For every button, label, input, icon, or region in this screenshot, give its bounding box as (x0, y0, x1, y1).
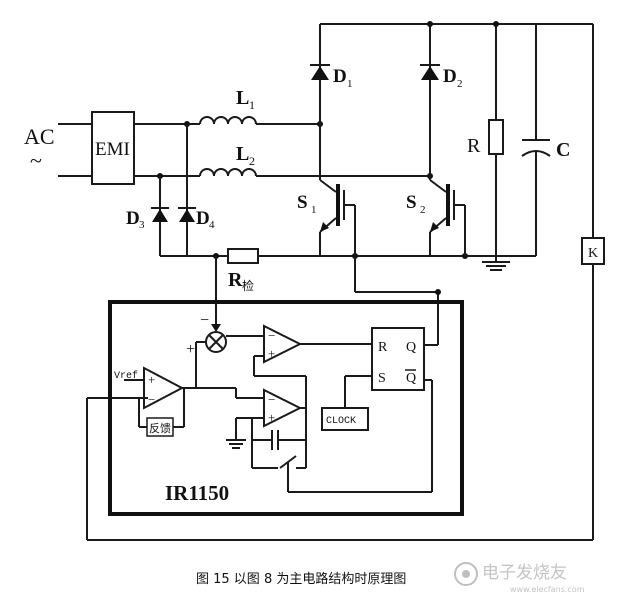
svg-text:1: 1 (311, 204, 317, 216)
inductor-l1: L 1 (199, 87, 257, 125)
svg-text:Q: Q (406, 340, 416, 355)
ac-label: AC (24, 124, 55, 149)
diode-d2: D 2 (420, 64, 463, 90)
svg-text:Q: Q (406, 371, 416, 386)
svg-text:2: 2 (420, 204, 426, 216)
svg-text:2: 2 (457, 78, 463, 90)
svg-text:L: L (236, 87, 249, 109)
svg-text:D: D (196, 208, 210, 229)
svg-text:+: + (148, 372, 155, 387)
svg-text:−: − (148, 392, 155, 407)
svg-text:+: + (268, 346, 275, 361)
svg-text:电子发烧友: 电子发烧友 (482, 563, 567, 583)
emi-label: EMI (95, 139, 130, 160)
inductor-l2: L 2 (199, 143, 257, 177)
svg-text:D: D (333, 66, 347, 87)
clock-label: CLOCK (326, 416, 356, 427)
svg-text:−: − (268, 392, 275, 407)
svg-text:2: 2 (249, 154, 255, 168)
output-capacitor: C (521, 24, 570, 256)
svg-text:+: + (186, 341, 195, 358)
svg-text:S: S (297, 192, 308, 213)
switch-s1: S 1 (297, 124, 356, 292)
ac-source: AC ~ (24, 123, 92, 177)
load-resistor: R (467, 24, 504, 256)
svg-text:R: R (228, 269, 243, 291)
ac-tilde: ~ (30, 148, 42, 173)
svg-text:3: 3 (139, 219, 145, 231)
watermark: 电子发烧友 www.elecfans.com (454, 562, 585, 594)
figure-caption: 图 15 以图 8 为主电路结构时原理图 (196, 571, 406, 587)
svg-text:S: S (406, 192, 417, 213)
watermark-logo-icon (454, 562, 478, 586)
diode-d1: D 1 (310, 64, 353, 90)
svg-text:−: − (268, 328, 275, 343)
sense-resistor: R 检 (227, 248, 259, 293)
svg-text:检: 检 (242, 278, 254, 293)
svg-text:L: L (236, 143, 249, 165)
svg-text:4: 4 (209, 219, 215, 231)
svg-text:C: C (556, 139, 570, 161)
svg-text:+: + (268, 410, 275, 425)
svg-text:反馈: 反馈 (149, 422, 171, 435)
diode-d4: D 4 (178, 207, 215, 231)
switch-s2: S 2 (406, 176, 466, 256)
ic-ir1150: IR1150 − + + − Vref 反馈 − + − + (108, 300, 464, 516)
ic-name: IR1150 (165, 481, 229, 505)
svg-text:1: 1 (249, 98, 255, 112)
svg-text:R: R (378, 340, 388, 355)
svg-text:K: K (588, 246, 598, 261)
svg-text:−: − (200, 312, 209, 329)
emi-filter: EMI (91, 111, 135, 185)
svg-text:S: S (378, 371, 386, 386)
svg-text:www.elecfans.com: www.elecfans.com (510, 585, 585, 594)
svg-text:D: D (126, 208, 140, 229)
svg-text:D: D (443, 66, 457, 87)
diode-d3: D 3 (126, 207, 169, 231)
ground-symbol (482, 256, 510, 271)
svg-text:R: R (467, 135, 481, 157)
svg-text:1: 1 (347, 78, 353, 90)
sense-block-k: K (581, 237, 605, 265)
